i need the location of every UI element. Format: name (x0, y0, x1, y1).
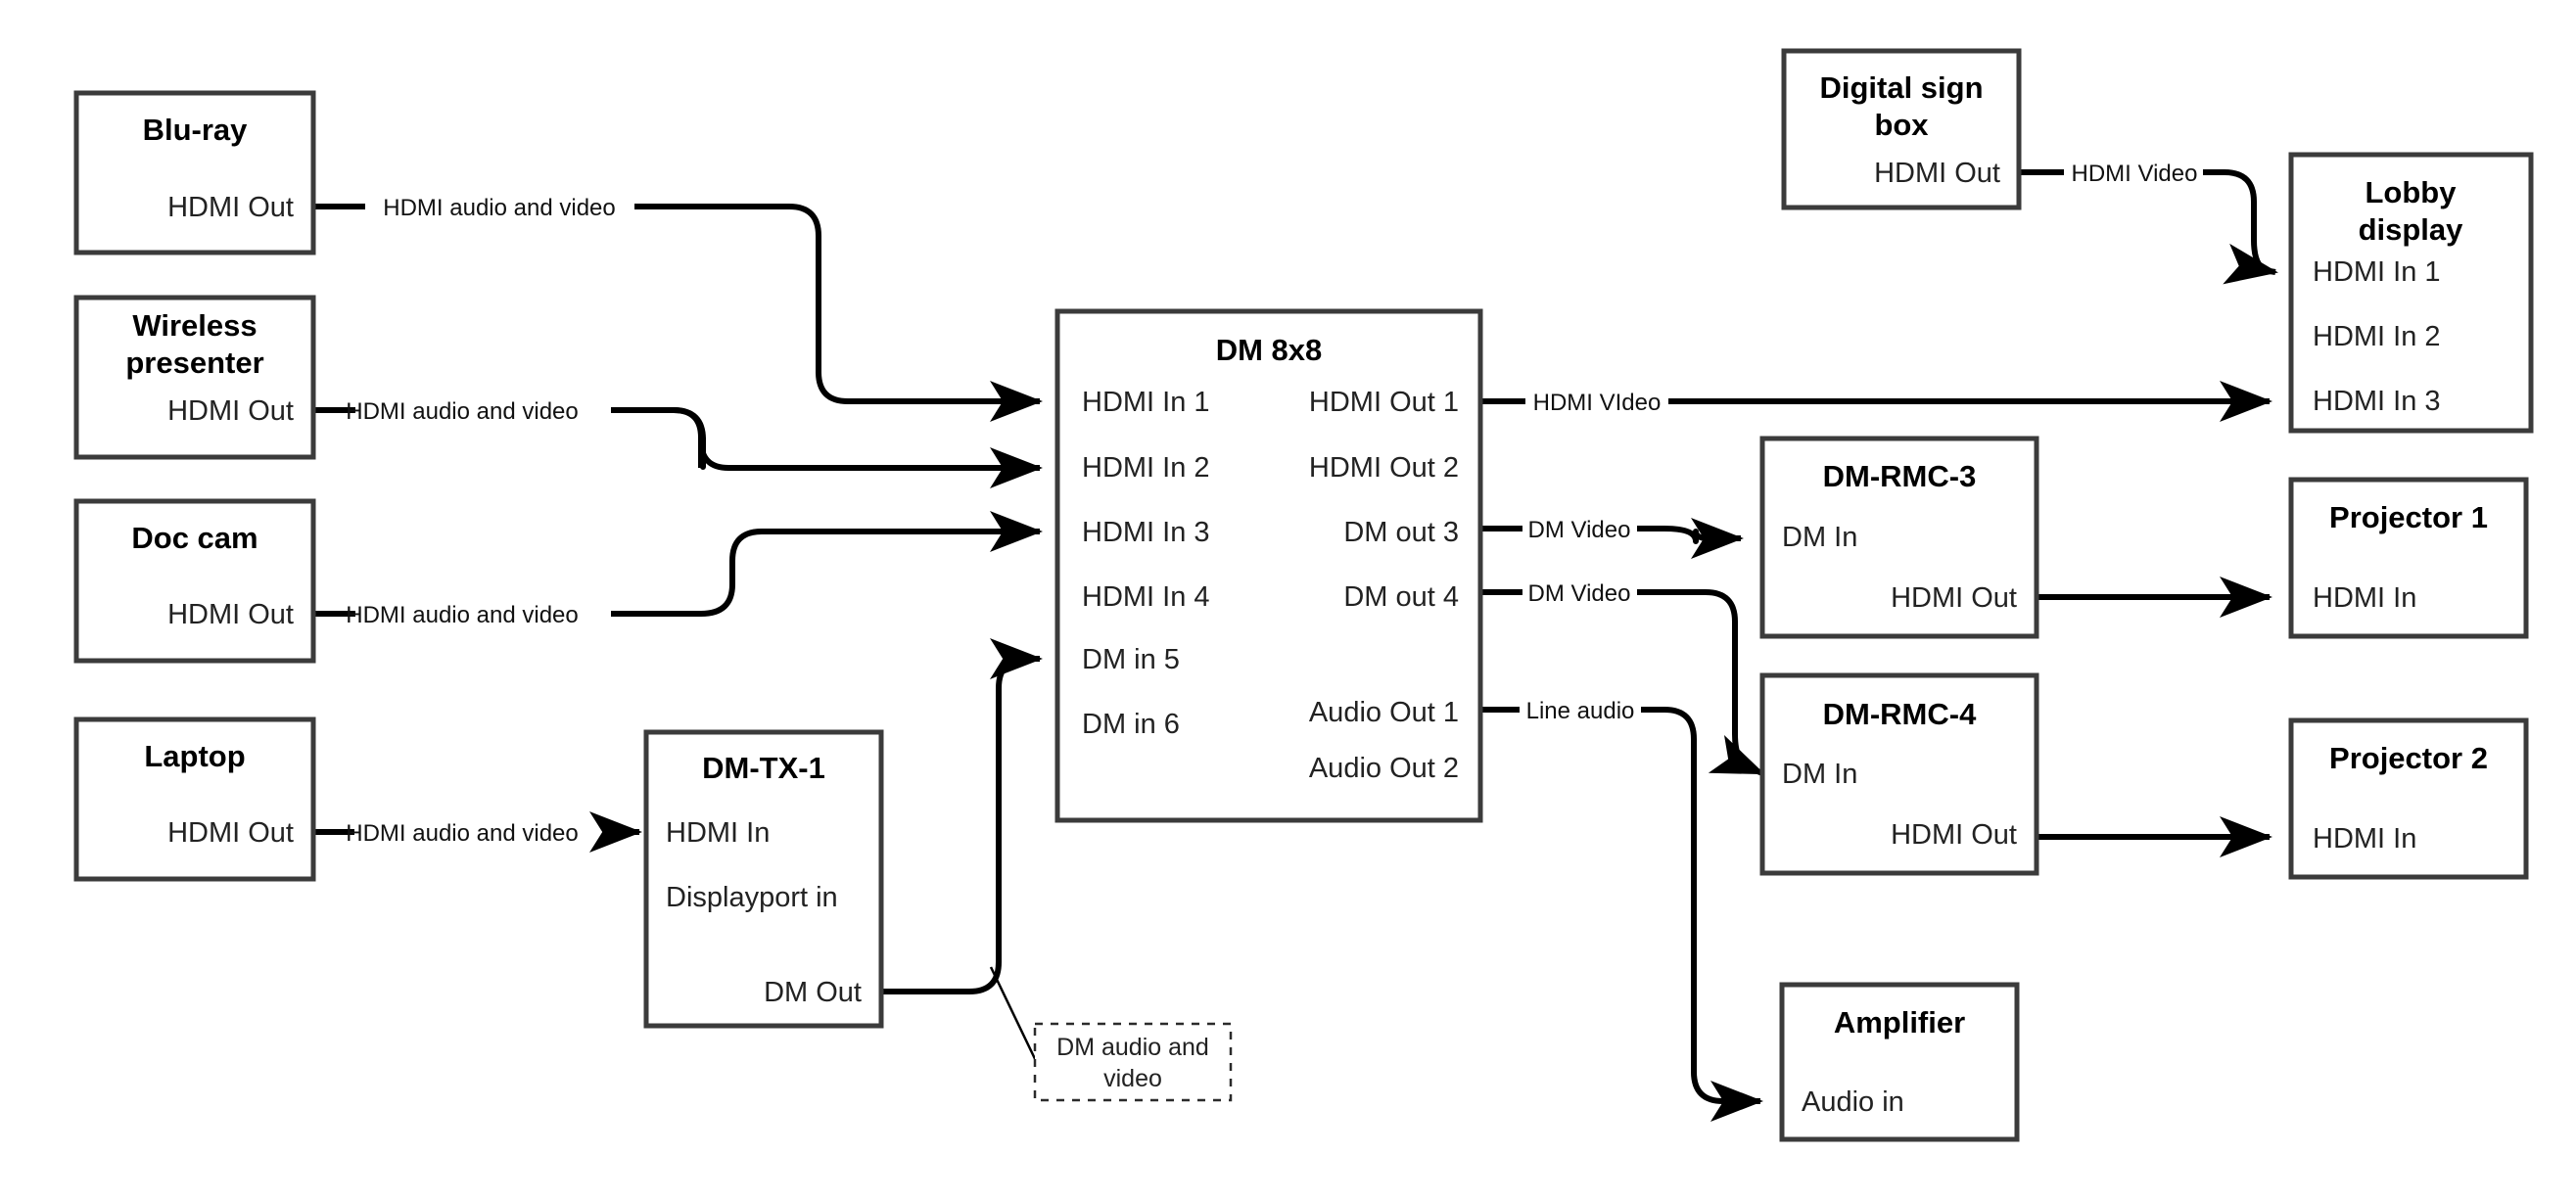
wire-dm8x8-audioout1-to-amplifier: Line audio (1480, 698, 1763, 1122)
node-wireless-box (73, 295, 316, 460)
note-dm-audio-and-video: DM audio and video (1033, 1022, 1233, 1102)
wire-doccam-to-dm8x8-in3: HDMI audio and video (313, 511, 1043, 628)
node-laptop-box (73, 716, 316, 882)
node-dmtx1-box (643, 729, 884, 1029)
node-dm8x8-input-hdmi-in-2: HDMI In 2 (1082, 452, 1210, 484)
node-lobby-title-line2: display (2359, 212, 2464, 247)
node-laptop[interactable]: Laptop HDMI Out (73, 716, 316, 882)
node-lobby-input-hdmi-in-2: HDMI In 2 (2313, 321, 2441, 352)
node-dm8x8-output-hdmi-out-2: HDMI Out 2 (1309, 452, 1459, 484)
wire-dm8x8-dmout3-to-rmc3: DM Video (1480, 517, 1744, 559)
wire-digitalsign-to-lobby-in1: HDMI Video (2019, 161, 2278, 285)
node-wireless-presenter[interactable]: Wireless presenter HDMI Out (73, 295, 316, 460)
node-amplifier-port-audio-in: Audio in (1802, 1086, 1904, 1118)
node-dm8x8-input-hdmi-in-4: HDMI In 4 (1082, 581, 1210, 613)
wire-dm8x8-hdmiout1-to-lobby-in3: HDMI VIdeo (1480, 381, 2272, 422)
node-bluray-port-hdmi-out: HDMI Out (167, 192, 294, 223)
edge-label-bluray: HDMI audio and video (383, 195, 615, 221)
node-dmrmc4-port-dm-in: DM In (1782, 759, 1857, 790)
edge-label-doccam: HDMI audio and video (346, 602, 578, 628)
node-laptop-port-hdmi-out: HDMI Out (167, 817, 294, 849)
node-lobby-input-hdmi-in-1: HDMI In 1 (2313, 256, 2441, 288)
node-bluray-title: Blu-ray (143, 113, 249, 147)
node-dmrmc4-box (1759, 672, 2039, 876)
node-dm8x8-box (1054, 308, 1483, 823)
node-dm8x8-input-dm-in-5: DM in 5 (1082, 644, 1180, 675)
node-dmtx1-title: DM-TX-1 (702, 751, 825, 785)
node-lobby-box (2288, 152, 2534, 434)
node-dm-8x8[interactable]: DM 8x8 HDMI In 1 HDMI In 2 HDMI In 3 HDM… (1054, 308, 1483, 823)
node-digitalsign-port-hdmi-out: HDMI Out (1874, 158, 2000, 189)
node-lobby-display[interactable]: Lobby display HDMI In 1 HDMI In 2 HDMI I… (2288, 152, 2534, 434)
node-wireless-title-line1: Wireless (132, 308, 257, 343)
node-doccam-title: Doc cam (131, 521, 258, 555)
node-lobby-input-hdmi-in-3: HDMI In 3 (2313, 386, 2441, 417)
node-doc-cam[interactable]: Doc cam HDMI Out (73, 498, 316, 664)
node-projector2-port-hdmi-in: HDMI In (2313, 823, 2416, 855)
edge-label-dmvideo-rmc4: DM Video (1528, 580, 1631, 607)
node-dm8x8-output-hdmi-out-1: HDMI Out 1 (1309, 387, 1459, 418)
node-dmrmc3-title: DM-RMC-3 (1823, 459, 1977, 493)
note-dm-audio-video-box (1033, 1022, 1233, 1102)
node-projector1-box (2288, 477, 2529, 639)
node-digitalsign-box (1781, 48, 2022, 210)
node-projector2-title: Projector 2 (2329, 741, 2488, 775)
node-dm8x8-output-audio-out-2: Audio Out 2 (1309, 753, 1459, 784)
node-dm-rmc-4[interactable]: DM-RMC-4 DM In HDMI Out (1759, 672, 2039, 876)
node-wireless-title-line2: presenter (125, 346, 263, 380)
node-digitalsign-title-line1: Digital sign (1819, 70, 1983, 105)
node-dmrmc3-port-hdmi-out: HDMI Out (1891, 582, 2017, 614)
node-dm8x8-title: DM 8x8 (1216, 333, 1323, 367)
edge-label-laptop: HDMI audio and video (346, 820, 578, 847)
node-projector-2[interactable]: Projector 2 HDMI In (2288, 717, 2529, 880)
note-leader-line (989, 966, 1040, 1066)
edge-label-wireless: HDMI audio and video (346, 398, 578, 425)
node-dmrmc4-title: DM-RMC-4 (1823, 697, 1977, 731)
node-dm8x8-output-dm-out-4: DM out 4 (1343, 581, 1459, 613)
note-dm-audio-video-line2: video (1103, 1065, 1162, 1092)
edge-label-line-audio: Line audio (1526, 698, 1635, 724)
node-dmrmc3-box (1759, 436, 2039, 639)
node-dm-tx-1[interactable]: DM-TX-1 HDMI In Displayport in DM Out (643, 729, 884, 1029)
wire-wireless-to-dm8x8-in2: HDMI audio and video (313, 398, 1043, 488)
node-dmtx1-port-dm-out: DM Out (764, 977, 862, 1008)
node-doccam-port-hdmi-out: HDMI Out (167, 599, 294, 630)
node-digital-sign-box[interactable]: Digital sign box HDMI Out (1781, 48, 2022, 210)
node-amplifier-title: Amplifier (1834, 1005, 1965, 1039)
node-projector1-title: Projector 1 (2329, 500, 2488, 534)
node-dmrmc4-port-hdmi-out: HDMI Out (1891, 819, 2017, 851)
node-digitalsign-title-line2: box (1874, 108, 1929, 142)
node-dm8x8-input-hdmi-in-3: HDMI In 3 (1082, 517, 1210, 548)
node-projector1-port-hdmi-in: HDMI In (2313, 582, 2416, 614)
edge-label-dmvideo-rmc3: DM Video (1528, 517, 1631, 543)
node-projector2-box (2288, 717, 2529, 880)
node-projector-1[interactable]: Projector 1 HDMI In (2288, 477, 2529, 639)
node-dm8x8-output-dm-out-3: DM out 3 (1343, 517, 1459, 548)
node-dm8x8-input-dm-in-6: DM in 6 (1082, 709, 1180, 740)
node-dmtx1-port-displayport-in: Displayport in (666, 882, 838, 913)
note-dm-audio-video-line1: DM audio and (1056, 1034, 1209, 1061)
node-laptop-title: Laptop (144, 739, 245, 773)
node-dm8x8-output-audio-out-1: Audio Out 1 (1309, 697, 1459, 728)
edge-label-hdmi-video-lobby: HDMI VIdeo (1533, 390, 1662, 416)
node-bluray[interactable]: Blu-ray HDMI Out (73, 90, 316, 255)
wire-bluray-to-dm8x8-in1: HDMI audio and video (313, 195, 1043, 422)
node-lobby-title-line1: Lobby (2365, 175, 2458, 209)
edge-label-hdmi-video-sign: HDMI Video (2072, 161, 2198, 187)
node-amplifier-box (1779, 982, 2020, 1142)
node-bluray-box (73, 90, 316, 255)
node-amplifier[interactable]: Amplifier Audio in (1779, 982, 2020, 1142)
node-wireless-port-hdmi-out: HDMI Out (167, 395, 294, 427)
node-dmtx1-port-hdmi-in: HDMI In (666, 817, 770, 849)
wire-dm8x8-dmout4-to-rmc4: DM Video (1480, 580, 1765, 776)
node-dm8x8-input-hdmi-in-1: HDMI In 1 (1082, 387, 1210, 418)
node-dmrmc3-port-dm-in: DM In (1782, 522, 1857, 553)
node-doccam-box (73, 498, 316, 664)
wire-dmtx1-to-dm8x8-in5 (881, 638, 1043, 994)
wire-laptop-to-dmtx1: HDMI audio and video (313, 811, 642, 853)
node-dm-rmc-3[interactable]: DM-RMC-3 DM In HDMI Out (1759, 436, 2039, 639)
